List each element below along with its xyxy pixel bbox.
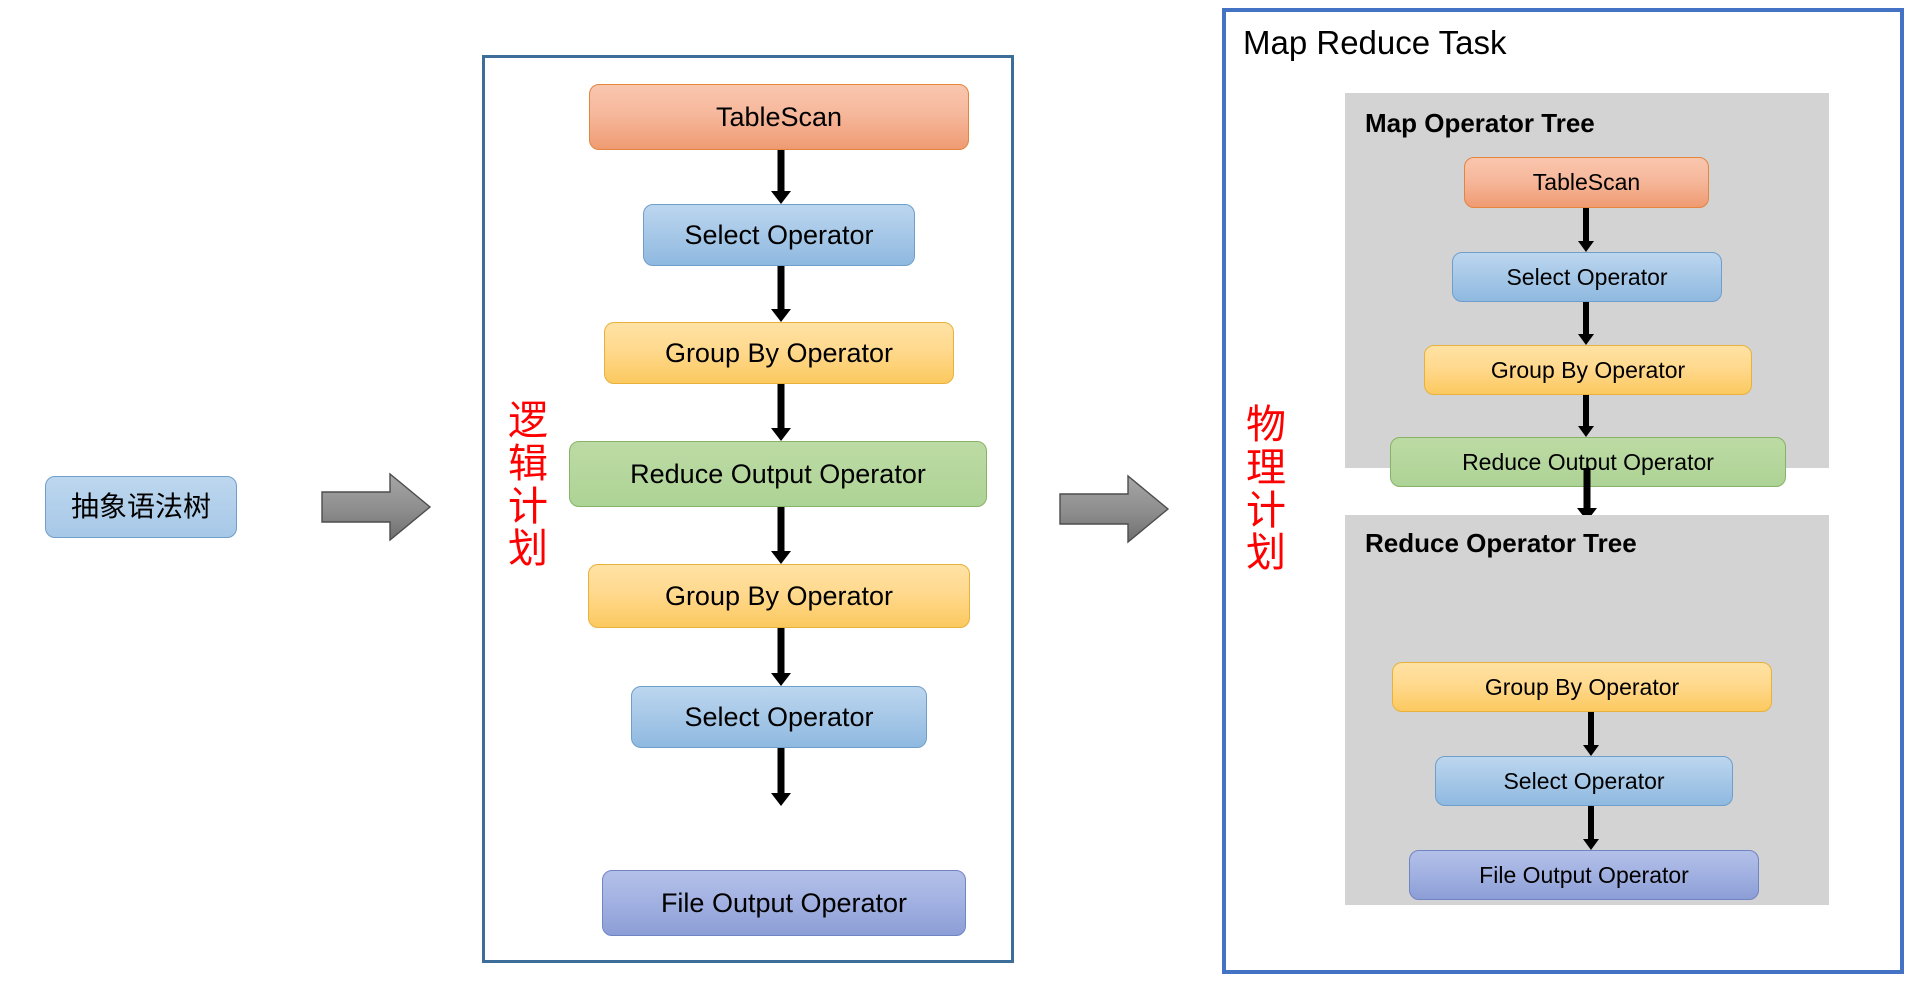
node-label: Select Operator bbox=[684, 701, 874, 732]
node-label: Group By Operator bbox=[664, 337, 894, 368]
vlabel-char: 划 bbox=[508, 527, 548, 572]
node-label: Select Operator bbox=[1503, 767, 1665, 794]
physical-plan-title: Map Reduce Task bbox=[1243, 24, 1507, 61]
map-node-group-by-operator[interactable]: Group By Operator bbox=[1424, 345, 1752, 395]
node-label: Reduce Output Operator bbox=[630, 458, 926, 489]
map-node-tablescan[interactable]: TableScan bbox=[1464, 157, 1709, 208]
logical-node-select-operator-2[interactable]: Select Operator bbox=[631, 686, 927, 748]
map-connector-2 bbox=[1577, 302, 1595, 345]
node-abstract-syntax-tree[interactable]: 抽象语法树 bbox=[45, 476, 237, 538]
logical-connector-1 bbox=[770, 150, 792, 204]
node-label: Select Operator bbox=[684, 219, 874, 250]
logical-connector-5 bbox=[770, 628, 792, 686]
node-label: 抽象语法树 bbox=[70, 491, 211, 523]
node-label: Group By Operator bbox=[1484, 673, 1680, 700]
logical-node-reduce-output-operator[interactable]: Reduce Output Operator bbox=[569, 441, 987, 507]
logical-connector-4 bbox=[770, 507, 792, 564]
vlabel-char: 划 bbox=[1246, 531, 1286, 576]
vlabel-char: 辑 bbox=[508, 441, 548, 486]
logical-node-tablescan[interactable]: TableScan bbox=[589, 84, 969, 150]
map-operator-tree-title: Map Operator Tree bbox=[1365, 108, 1595, 138]
node-label: TableScan bbox=[715, 101, 843, 132]
reduce-connector-2 bbox=[1582, 806, 1600, 850]
block-arrow-logical-to-physical bbox=[1058, 472, 1170, 546]
reduce-node-select-operator[interactable]: Select Operator bbox=[1435, 756, 1733, 806]
node-label: Group By Operator bbox=[664, 580, 894, 611]
logical-connector-3 bbox=[770, 384, 792, 441]
map-to-reduce-connector bbox=[1577, 468, 1597, 521]
map-connector-1 bbox=[1577, 208, 1595, 252]
node-label: Select Operator bbox=[1506, 263, 1668, 290]
map-node-select-operator[interactable]: Select Operator bbox=[1452, 252, 1722, 302]
map-connector-3 bbox=[1577, 395, 1595, 437]
logical-node-select-operator-1[interactable]: Select Operator bbox=[643, 204, 915, 266]
node-label: TableScan bbox=[1532, 169, 1641, 196]
reduce-connector-1 bbox=[1582, 712, 1600, 756]
logical-plan-panel bbox=[482, 55, 1014, 963]
logical-node-group-by-operator-2[interactable]: Group By Operator bbox=[588, 564, 970, 628]
logical-node-group-by-operator-1[interactable]: Group By Operator bbox=[604, 322, 954, 384]
vlabel-char: 计 bbox=[1246, 488, 1286, 533]
node-label: File Output Operator bbox=[1479, 861, 1689, 888]
node-label: Group By Operator bbox=[1490, 356, 1686, 383]
logical-node-file-output-operator[interactable]: File Output Operator bbox=[602, 870, 966, 936]
vlabel-char: 理 bbox=[1246, 445, 1286, 490]
logical-plan-vertical-label: 逻 辑 计 划 bbox=[505, 400, 551, 571]
vlabel-char: 物 bbox=[1246, 403, 1286, 447]
node-label: File Output Operator bbox=[660, 887, 908, 918]
vlabel-char: 计 bbox=[508, 484, 548, 529]
logical-connector-2 bbox=[770, 266, 792, 322]
reduce-node-group-by-operator[interactable]: Group By Operator bbox=[1392, 662, 1772, 712]
reduce-operator-tree-title: Reduce Operator Tree bbox=[1365, 528, 1637, 558]
physical-plan-vertical-label: 物 理 计 划 bbox=[1243, 404, 1289, 575]
reduce-node-file-output-operator[interactable]: File Output Operator bbox=[1409, 850, 1759, 900]
block-arrow-ast-to-logical bbox=[320, 470, 432, 544]
logical-connector-6 bbox=[770, 748, 792, 806]
vlabel-char: 逻 bbox=[508, 399, 548, 443]
